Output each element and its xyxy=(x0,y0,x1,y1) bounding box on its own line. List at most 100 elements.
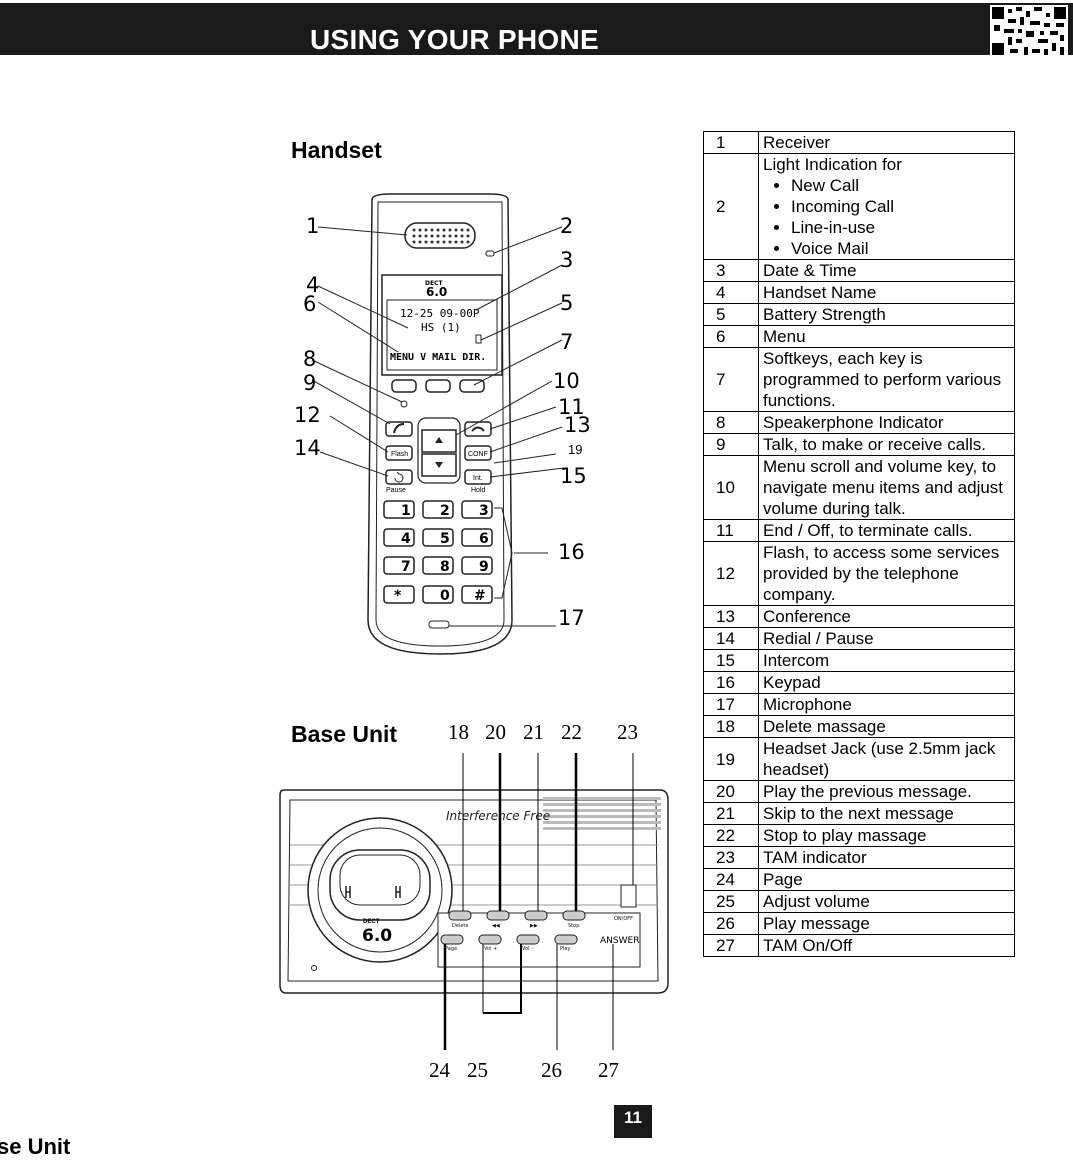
handset-body xyxy=(367,193,513,655)
legend-number: 4 xyxy=(703,281,759,304)
legend-bullet-item: Incoming Call xyxy=(791,196,1010,217)
screen-softkey-labels: MENU V MAIL DIR. xyxy=(390,352,486,363)
legend-description: Adjust volume xyxy=(763,892,870,911)
legend-description: Receiver xyxy=(763,133,831,152)
previous-button[interactable] xyxy=(486,910,510,921)
legend-number: 14 xyxy=(703,627,759,650)
base-callout-22: 22 xyxy=(561,720,582,744)
svg-text:0: 0 xyxy=(440,588,450,604)
legend-description-cell: Delete massage xyxy=(758,715,1015,738)
legend-description: Page xyxy=(763,870,803,889)
legend-description-cell: TAM indicator xyxy=(758,846,1015,869)
legend-description-cell: Headset Jack (use 2.5mm jack headset) xyxy=(758,737,1015,781)
legend-number: 6 xyxy=(703,325,759,348)
legend-number: 21 xyxy=(703,802,759,825)
base-brand-text: Interference Free xyxy=(446,809,550,823)
legend-description-cell: End / Off, to terminate calls. xyxy=(758,519,1015,542)
base-callout-23: 23 xyxy=(617,720,638,744)
base-callout-26: 26 xyxy=(541,1058,562,1082)
footer-heading-fragment: se Unit xyxy=(0,1134,71,1159)
redial-key[interactable] xyxy=(385,469,413,485)
base-callout-18: 18 xyxy=(448,720,469,744)
end-key[interactable] xyxy=(464,421,492,437)
legend-bullet-item: Voice Mail xyxy=(791,238,1010,259)
volume-up-button[interactable] xyxy=(478,934,502,945)
legend-description: Menu xyxy=(763,327,806,346)
svg-text:2: 2 xyxy=(440,503,450,519)
legend-number: 24 xyxy=(703,868,759,891)
legend-description: Light Indication for xyxy=(763,155,902,174)
legend-description: Menu scroll and volume key, to navigate … xyxy=(763,457,1004,518)
speakerphone-indicator-icon xyxy=(400,400,408,408)
microphone-icon xyxy=(428,620,450,629)
legend-description: Headset Jack (use 2.5mm jack headset) xyxy=(763,739,996,779)
legend-number: 10 xyxy=(703,455,759,520)
legend-number: 3 xyxy=(703,259,759,282)
flash-key[interactable] xyxy=(385,445,413,461)
qr-code-icon xyxy=(990,5,1068,57)
legend-number: 19 xyxy=(703,737,759,781)
talk-phone-icon xyxy=(393,423,405,434)
legend-number: 22 xyxy=(703,824,759,847)
page-header-bar: USING YOUR PHONE xyxy=(0,3,1073,57)
delete-button[interactable] xyxy=(448,910,472,921)
volume-down-button-label: Vol - xyxy=(522,946,533,952)
base-dect-top: DECT xyxy=(363,919,380,925)
keypad[interactable] xyxy=(383,500,493,604)
legend-description: Softkeys, each key is programmed to perf… xyxy=(763,349,1002,410)
base-callout-24: 24 xyxy=(429,1058,450,1082)
legend-bullet-item: Line-in-use xyxy=(791,217,1010,238)
redial-icon xyxy=(394,471,404,483)
conference-key[interactable] xyxy=(464,445,492,461)
screen-dect-num: 6.0 xyxy=(426,285,447,299)
legend-description: Play message xyxy=(763,914,870,933)
legend-description: Play the previous message. xyxy=(763,782,972,801)
legend-description: Talk, to make or receive calls. xyxy=(763,435,986,454)
intercom-key-label: Int. xyxy=(473,475,483,482)
softkey-left[interactable] xyxy=(391,379,417,393)
legend-description: Speakerphone Indicator xyxy=(763,413,944,432)
softkey-middle[interactable] xyxy=(425,379,451,393)
stop-button[interactable] xyxy=(562,910,586,921)
legend-number: 27 xyxy=(703,934,759,957)
legend-description: Keypad xyxy=(763,673,821,692)
legend-number: 20 xyxy=(703,780,759,803)
battery-icon xyxy=(475,334,482,344)
legend-bullet-list: New CallIncoming CallLine-in-useVoice Ma… xyxy=(763,175,1010,259)
legend-description: Intercom xyxy=(763,651,830,670)
end-phone-icon xyxy=(471,426,485,432)
pause-key-label: Pause xyxy=(386,487,406,494)
page-button[interactable] xyxy=(440,934,464,945)
legend-description-cell: Receiver xyxy=(758,131,1015,154)
svg-text:7: 7 xyxy=(401,559,411,575)
legend-description-cell: Page xyxy=(758,868,1015,891)
talk-key[interactable] xyxy=(385,421,413,437)
play-button-label: Play xyxy=(560,946,570,952)
softkey-right[interactable] xyxy=(459,379,485,393)
volume-down-button[interactable] xyxy=(516,934,540,945)
flash-key-label: Flash xyxy=(391,451,408,458)
play-button[interactable] xyxy=(554,934,578,945)
volume-up-button-label: Vol + xyxy=(484,946,497,952)
legend-description-cell: Flash, to access some services provided … xyxy=(758,541,1015,606)
legend-description: Delete massage xyxy=(763,717,886,736)
hold-key-label: Hold xyxy=(471,487,486,494)
legend-number: 16 xyxy=(703,671,759,694)
tam-indicator-icon xyxy=(620,884,637,908)
screen-handset-name: HS (1) xyxy=(421,321,461,334)
page-title: USING YOUR PHONE xyxy=(310,24,599,55)
screen-dect-top: DECT xyxy=(425,280,443,287)
next-button[interactable] xyxy=(524,910,548,921)
